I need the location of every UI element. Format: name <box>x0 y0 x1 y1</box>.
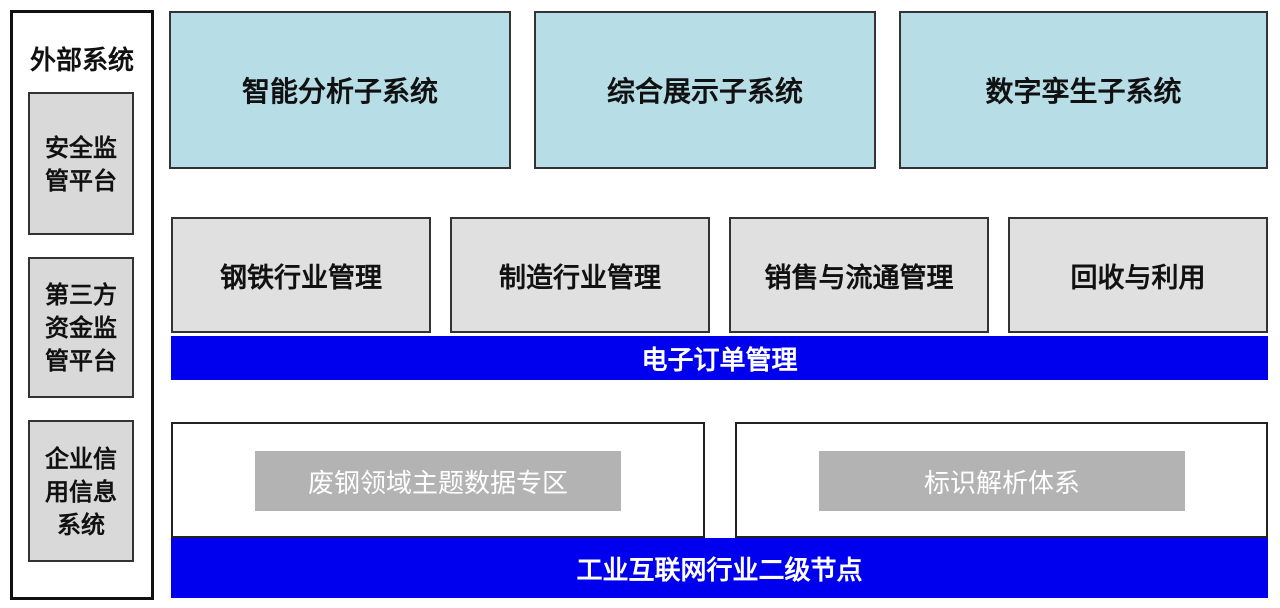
module-recycling: 回收与利用 <box>1008 217 1268 333</box>
order-management-bar: 电子订单管理 <box>171 336 1268 380</box>
subsystem-intelligent-analysis: 智能分析子系统 <box>169 11 511 169</box>
identifier-resolution-system: 标识解析体系 <box>819 451 1185 511</box>
external-systems-panel <box>10 10 154 600</box>
scrap-steel-data-zone: 废钢领域主题数据专区 <box>255 451 621 511</box>
module-steel-industry: 钢铁行业管理 <box>171 217 431 333</box>
external-item-credit-info: 企业信用信息系统 <box>28 420 134 562</box>
external-systems-title: 外部系统 <box>29 46 134 76</box>
subsystem-comprehensive-display: 综合展示子系统 <box>534 11 876 169</box>
subsystem-digital-twin: 数字孪生子系统 <box>899 11 1268 169</box>
module-manufacturing: 制造行业管理 <box>450 217 710 333</box>
secondary-node-bar: 工业互联网行业二级节点 <box>171 538 1268 598</box>
external-item-fund-supervision: 第三方资金监管平台 <box>28 257 134 398</box>
external-item-safety-supervision: 安全监管平台 <box>28 92 134 235</box>
module-sales-circulation: 销售与流通管理 <box>729 217 989 333</box>
